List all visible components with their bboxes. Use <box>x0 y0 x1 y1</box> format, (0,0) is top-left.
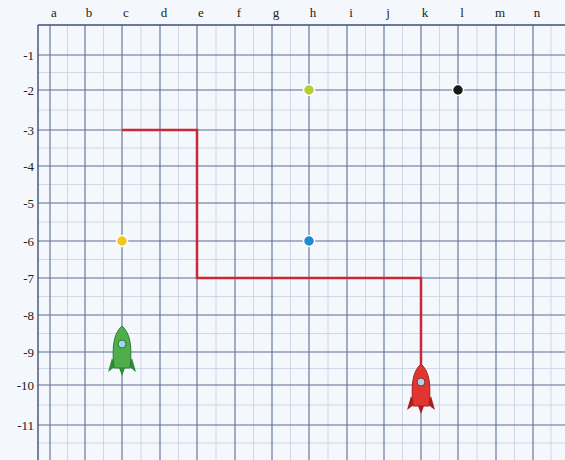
column-label: l <box>460 6 464 19</box>
green-rocket <box>108 326 136 376</box>
row-label: -10 <box>17 379 34 392</box>
column-label: i <box>349 6 353 19</box>
grid-line <box>38 72 565 73</box>
row-label: -3 <box>23 124 34 137</box>
row-label: -2 <box>23 84 34 97</box>
green-dot <box>304 85 315 96</box>
column-label: d <box>161 6 168 19</box>
grid-line <box>38 165 565 166</box>
column-label: k <box>422 6 429 19</box>
red-rocket <box>407 364 435 414</box>
yellow-dot <box>117 236 128 247</box>
grid-line <box>38 384 565 385</box>
row-label: -11 <box>17 419 34 432</box>
row-label: -1 <box>23 49 34 62</box>
blue-dot <box>304 236 315 247</box>
row-label: -9 <box>23 346 34 359</box>
black-dot <box>453 85 464 96</box>
column-label: n <box>534 6 541 19</box>
column-label: a <box>51 6 57 19</box>
grid-line <box>38 110 565 111</box>
grid-line <box>38 89 565 90</box>
column-label: b <box>86 6 93 19</box>
grid-line <box>38 222 565 223</box>
column-label: c <box>123 6 129 19</box>
grid-line <box>37 25 38 460</box>
grid-line <box>38 259 565 260</box>
grid-line <box>38 314 565 315</box>
grid-line <box>38 296 565 297</box>
grid-line <box>38 24 565 25</box>
column-label: f <box>237 6 241 19</box>
column-label: e <box>198 6 204 19</box>
grid-line <box>38 148 565 149</box>
row-label: -5 <box>23 197 34 210</box>
grid-line <box>38 405 565 406</box>
red-path <box>122 130 421 368</box>
row-label: -7 <box>23 272 34 285</box>
column-label: m <box>495 6 505 19</box>
column-label: h <box>310 6 317 19</box>
grid-lines <box>38 25 565 460</box>
grid-line <box>38 54 565 55</box>
grid-line <box>38 184 565 185</box>
row-label: -6 <box>23 235 34 248</box>
row-label: -4 <box>23 160 34 173</box>
grid-line <box>38 202 565 203</box>
grid-line <box>38 424 565 425</box>
grid-line <box>38 129 565 130</box>
column-label: j <box>386 6 390 19</box>
row-label: -8 <box>23 309 34 322</box>
grid-line <box>38 443 565 444</box>
column-label: g <box>273 6 280 19</box>
